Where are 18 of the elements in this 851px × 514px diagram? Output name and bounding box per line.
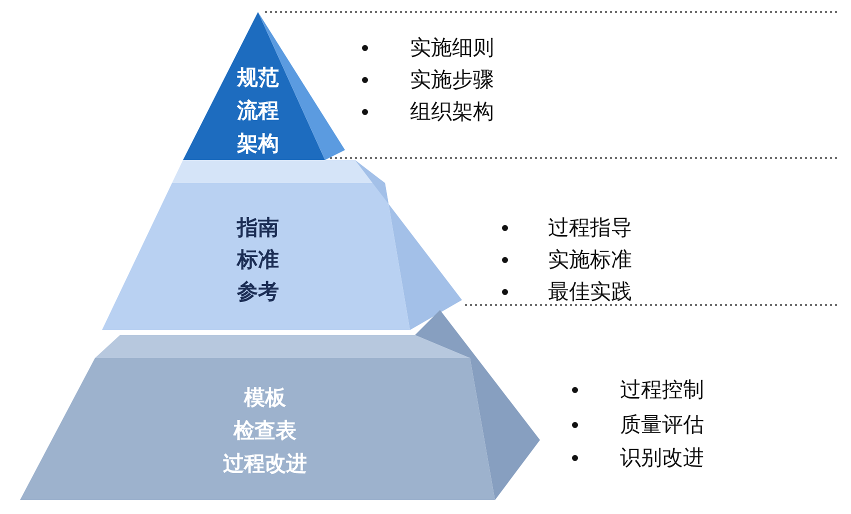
list-item: 实施标准 <box>548 248 632 272</box>
tier-label: 流程 <box>237 99 279 123</box>
list-item: 过程指导 <box>548 216 632 240</box>
list-item: 识别改进 <box>620 446 704 470</box>
tier-label: 过程改进 <box>223 452 307 476</box>
list-item: 组织架构 <box>410 100 494 124</box>
list-item: 实施步骤 <box>410 68 494 92</box>
list-item: 过程控制 <box>620 378 704 402</box>
tier-label: 标准 <box>237 248 279 272</box>
tier-label: 架构 <box>237 132 279 156</box>
tier-label: 模板 <box>244 386 286 410</box>
list-item: 最佳实践 <box>548 280 632 304</box>
tier-label: 检查表 <box>234 419 296 443</box>
tier-label: 参考 <box>237 280 279 304</box>
list-item: 实施细则 <box>410 36 494 60</box>
list-item: 质量评估 <box>620 413 704 437</box>
tier-label: 规范 <box>237 66 279 90</box>
tier-label: 指南 <box>237 216 279 240</box>
